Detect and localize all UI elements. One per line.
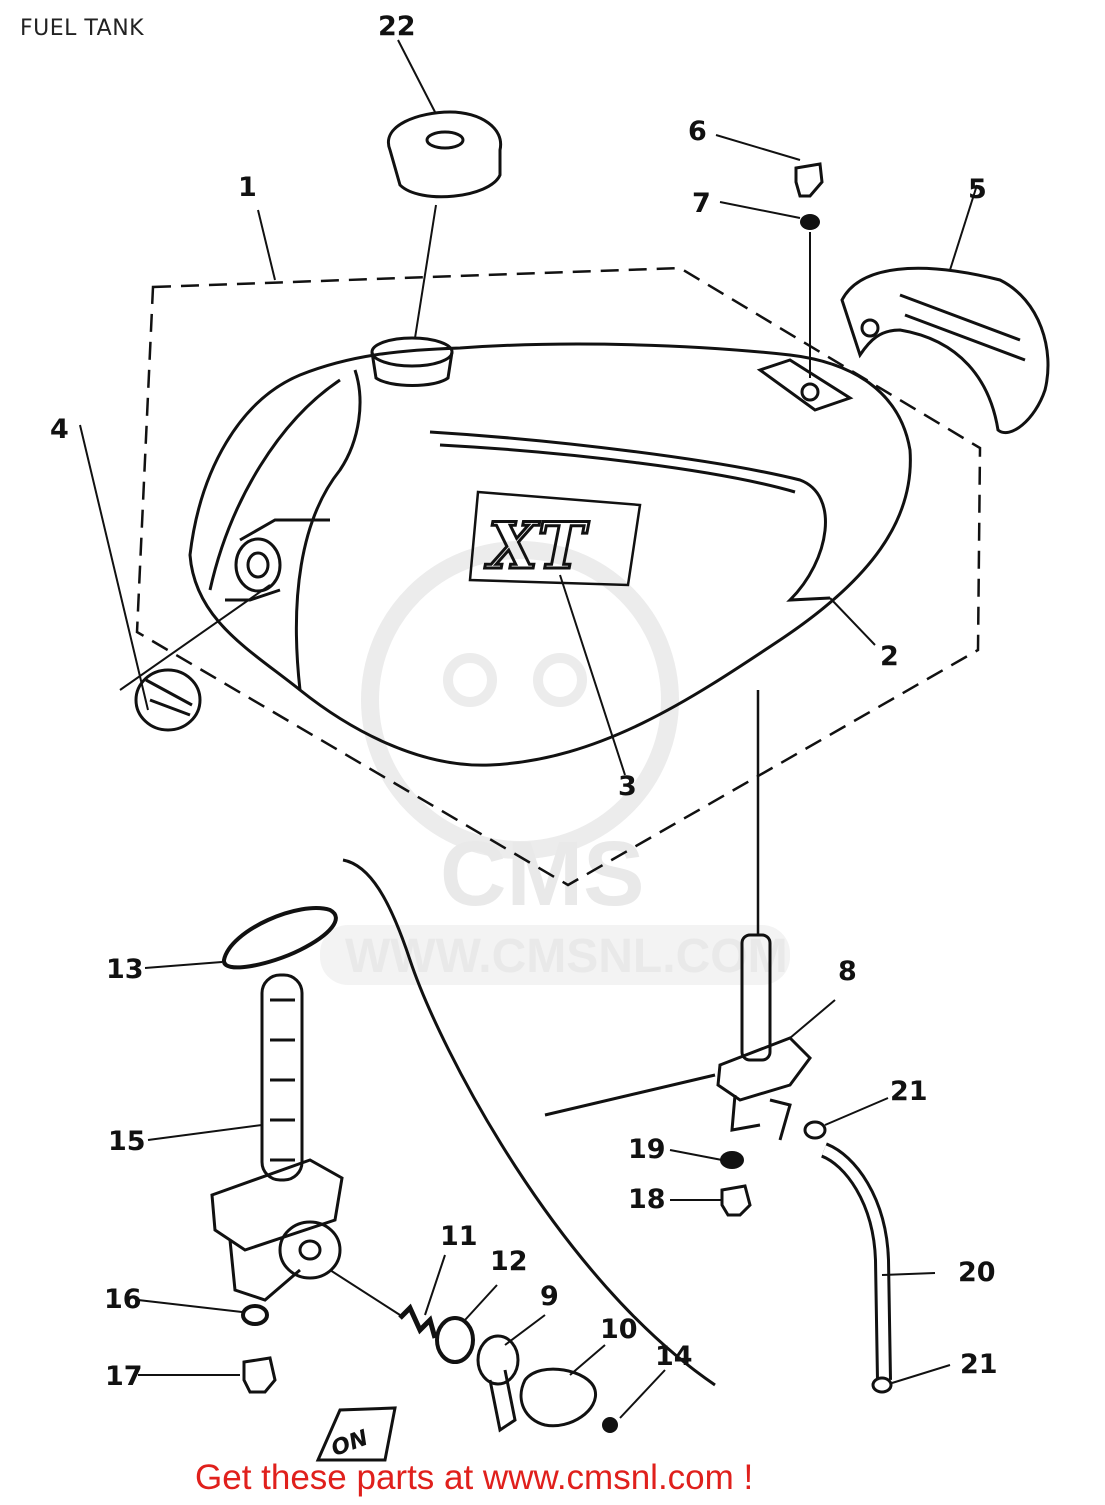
- leader-line: [544, 1073, 716, 1117]
- spring-icon: [398, 1303, 438, 1339]
- bolt-icon: [242, 1356, 277, 1394]
- washer-icon: [241, 1304, 269, 1326]
- tank-cover-icon: [840, 266, 1050, 434]
- callout-6: 6: [688, 116, 707, 147]
- clip-icon: [871, 1376, 893, 1394]
- callout-14: 14: [655, 1341, 693, 1372]
- assembly-boundary: [135, 266, 982, 887]
- callout-4: 4: [50, 414, 69, 445]
- watermark-mascot-icon: [361, 541, 679, 859]
- screw-icon: [602, 1417, 618, 1433]
- callout-15: 15: [108, 1126, 146, 1157]
- parts-shop-link[interactable]: Get these parts at www.cmsnl.com !: [195, 1458, 754, 1497]
- on-tag-text: ON: [328, 1426, 371, 1462]
- callout-19: 19: [628, 1134, 666, 1165]
- callout-9: 9: [540, 1281, 559, 1312]
- separator-line: [342, 858, 716, 1387]
- watermark-url-pill: [320, 925, 790, 985]
- gasket-icon: [435, 1316, 475, 1364]
- washer-icon: [720, 1151, 744, 1169]
- o-ring-icon: [222, 906, 338, 970]
- callout-7: 7: [692, 188, 711, 219]
- watermark: CMS WWW.CMSNL.COM: [320, 541, 790, 985]
- callout-21-upper: 21: [890, 1076, 928, 1107]
- tank-emblem-text: XT: [484, 509, 590, 584]
- fuel-cock-left-icon: [210, 973, 344, 1302]
- callout-8: 8: [838, 956, 857, 987]
- lever-icon: [476, 1334, 520, 1433]
- callout-3: 3: [618, 771, 637, 802]
- callout-22: 22: [378, 11, 416, 42]
- watermark-logo-text: CMS: [440, 823, 644, 925]
- bolt-icon: [720, 1184, 752, 1217]
- watermark-url-text: WWW.CMSNL.COM: [345, 930, 788, 983]
- callout-21-lower: 21: [960, 1349, 998, 1380]
- callout-10: 10: [600, 1314, 638, 1345]
- callout-11: 11: [440, 1221, 478, 1252]
- callout-17: 17: [105, 1361, 143, 1392]
- callout-labels: 22 1 6 7 5 2 3 4 8 13 15 21 19 18 11 12 …: [50, 11, 998, 1392]
- leader-lines: [79, 39, 978, 1419]
- fuel-tank: [188, 336, 912, 767]
- callout-2: 2: [880, 641, 899, 672]
- callout-13: 13: [106, 954, 144, 985]
- callout-20: 20: [958, 1257, 996, 1288]
- fuel-hose-icon: [820, 1142, 892, 1381]
- bolt-icon: [794, 162, 824, 198]
- callout-12: 12: [490, 1246, 528, 1277]
- plate-icon: [519, 1367, 597, 1428]
- tank-emblem: XT: [468, 490, 642, 587]
- callout-5: 5: [968, 174, 987, 205]
- fuel-cap-icon: [386, 110, 503, 199]
- callout-18: 18: [628, 1184, 666, 1215]
- callout-1: 1: [238, 172, 257, 203]
- callout-16: 16: [104, 1284, 142, 1315]
- on-tag: ON: [315, 1406, 397, 1462]
- page-title: FUEL TANK: [20, 16, 145, 41]
- side-cap-icon: [134, 668, 202, 732]
- clip-icon: [803, 1120, 827, 1140]
- washer-icon: [800, 214, 820, 230]
